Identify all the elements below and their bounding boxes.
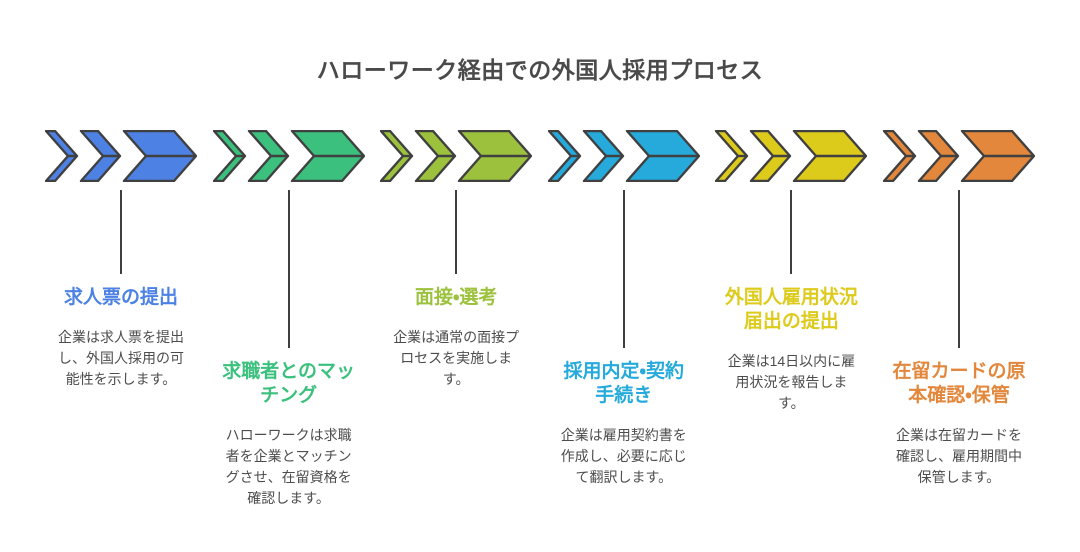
process-steps-row: 求人票の提出 企業は求人票を提出 し、外国人採用の可 能性を示します。 求職者と… [0,130,1080,509]
step-description: 企業は求人票を提出 し、外国人採用の可 能性を示します。 [58,329,184,387]
step-description: 企業は在留カードを 確認し、雇用期間中 保管します。 [895,427,1022,485]
triple-chevron-right-icon [547,130,700,182]
step-description: 企業は14日以内に雇 用状況を報告しま す。 [727,353,856,411]
step-description: ハローワークは求職 者を企業とマッチン グさせ、在留資格を 確認します。 [225,427,352,506]
process-step-1: 求人票の提出 企業は求人票を提出 し、外国人採用の可 能性を示します。 [45,130,197,509]
triple-chevron-right-icon [45,130,197,182]
step-description: 企業は通常の面接プ ロセスを実施しま す。 [393,329,520,387]
triple-chevron-right-icon [882,130,1035,182]
step-title: 外国人雇用状況 届出の提出 [724,287,858,332]
step-description: 企業は雇用契約書を 作成し、必要に応じ て翻訳します。 [560,427,687,485]
process-step-3: 面接・選考 企業は通常の面接プ ロセスを実施しま す。 [380,130,533,509]
step-title: 面接・選考 [414,287,498,308]
step-title: 在留カードの原 本確認・保管 [892,361,1026,406]
connector-line [790,190,793,274]
connector-line [957,190,960,348]
step-title: 採用内定・契約 手続き [563,361,685,406]
triple-chevron-right-icon [380,130,533,182]
triple-chevron-right-icon [715,130,868,182]
step-title: 求職者とのマッ チング [222,361,355,406]
process-step-6: 在留カードの原 本確認・保管 企業は在留カードを 確認し、雇用期間中 保管します… [882,130,1035,509]
process-step-4: 採用内定・契約 手続き 企業は雇用契約書を 作成し、必要に応じ て翻訳します。 [547,130,700,509]
triple-chevron-right-icon [212,130,365,182]
connector-line [120,190,122,274]
step-title: 求人票の提出 [63,287,178,308]
connector-line [622,190,625,348]
process-step-5: 外国人雇用状況 届出の提出 企業は14日以内に雇 用状況を報告しま す。 [715,130,868,509]
process-step-2: 求職者とのマッ チング ハローワークは求職 者を企業とマッチン グさせ、在留資格… [212,130,365,509]
page-title: ハローワーク経由での外国人採用プロセス [316,57,764,83]
connector-line [287,190,290,348]
connector-line [455,190,458,274]
